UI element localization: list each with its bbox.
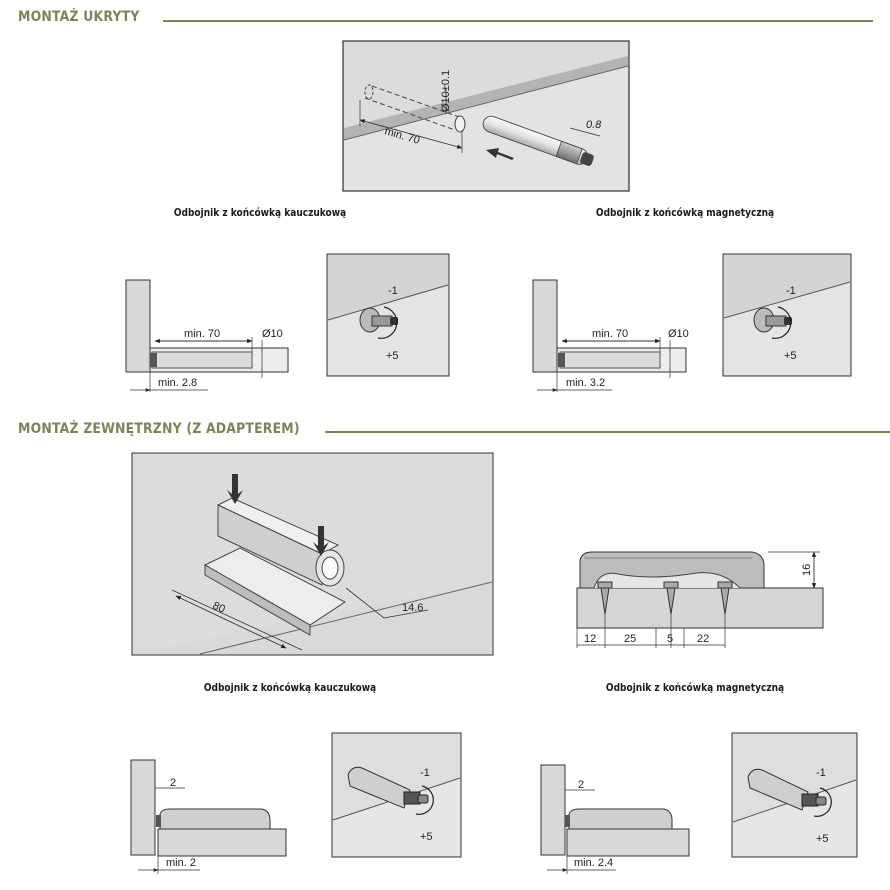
adapter-photo-offset: 14.6 <box>402 602 423 614</box>
hidden-rubber-adjust-photo: -1 +5 <box>326 253 450 377</box>
hidden-rubber-min-depth: min. 70 <box>184 328 220 340</box>
external-rubber-side-drawing: 2 min. 2 <box>130 759 287 874</box>
external-rubber-top: 2 <box>170 777 176 789</box>
external-magnetic-top: 2 <box>578 779 584 791</box>
top-photo-diameter: Ø10±0.1 <box>440 70 452 112</box>
hidden-rubber-gap: min. 2.8 <box>158 377 197 389</box>
adapter-side-view: 16 12 25 5 22 <box>576 551 824 648</box>
adapter-side-d4: 22 <box>697 633 709 645</box>
adapter-side-d3: 5 <box>667 633 673 645</box>
adapter-side-d1: 12 <box>584 633 596 645</box>
external-rubber-minus: -1 <box>420 767 430 779</box>
caption-hidden-magnetic: Odbojnik z końcówką magnetyczną <box>595 206 775 219</box>
hidden-rubber-minus: -1 <box>388 285 398 297</box>
hidden-magnetic-gap: min. 3.2 <box>566 377 605 389</box>
adapter-photo-length: 80 <box>211 600 227 616</box>
adapter-mounting-photo: 80 14.6 <box>131 452 494 656</box>
section-rule-external <box>325 431 890 433</box>
external-rubber-plus: +5 <box>420 831 433 843</box>
section-rule-hidden <box>163 20 873 22</box>
external-magnetic-side-drawing: 2 min. 2.4 <box>540 764 690 874</box>
hidden-rubber-plus: +5 <box>386 350 399 362</box>
top-photo-tip: 0.8 <box>586 119 602 131</box>
hidden-mounting-photo: min. 70 Ø10±0.1 0.8 <box>342 40 630 192</box>
caption-external-magnetic: Odbojnik z końcówką magnetyczną <box>605 681 785 694</box>
section-title-hidden-mounting: MONTAŻ UKRYTY <box>18 9 140 25</box>
hidden-rubber-diameter: Ø10 <box>262 328 283 340</box>
adapter-side-d2: 25 <box>624 633 636 645</box>
section-title-external-mounting: MONTAŻ ZEWNĘTRZNY (Z ADAPTEREM) <box>18 421 300 437</box>
external-magnetic-adjust-photo: -1 +5 <box>731 732 858 858</box>
hidden-magnetic-diameter: Ø10 <box>668 328 689 340</box>
hidden-magnetic-minus: -1 <box>786 285 796 297</box>
external-magnetic-plus: +5 <box>816 833 829 845</box>
adapter-side-height: 16 <box>801 564 813 576</box>
hidden-magnetic-plus: +5 <box>784 350 797 362</box>
hidden-magnetic-side-drawing: min. 70 Ø10 min. 3.2 <box>532 279 689 392</box>
hidden-magnetic-min-depth: min. 70 <box>592 328 628 340</box>
external-magnetic-minus: -1 <box>816 767 826 779</box>
hidden-magnetic-adjust-photo: -1 +5 <box>722 253 852 377</box>
caption-external-rubber: Odbojnik z końcówką kauczukową <box>203 681 377 694</box>
external-rubber-gap: min. 2 <box>166 857 196 869</box>
external-magnetic-gap: min. 2.4 <box>574 857 613 869</box>
hidden-rubber-side-drawing: min. 70 Ø10 min. 2.8 <box>125 279 289 392</box>
caption-hidden-rubber: Odbojnik z końcówką kauczukową <box>173 206 347 219</box>
external-rubber-adjust-photo: -1 +5 <box>331 732 462 858</box>
